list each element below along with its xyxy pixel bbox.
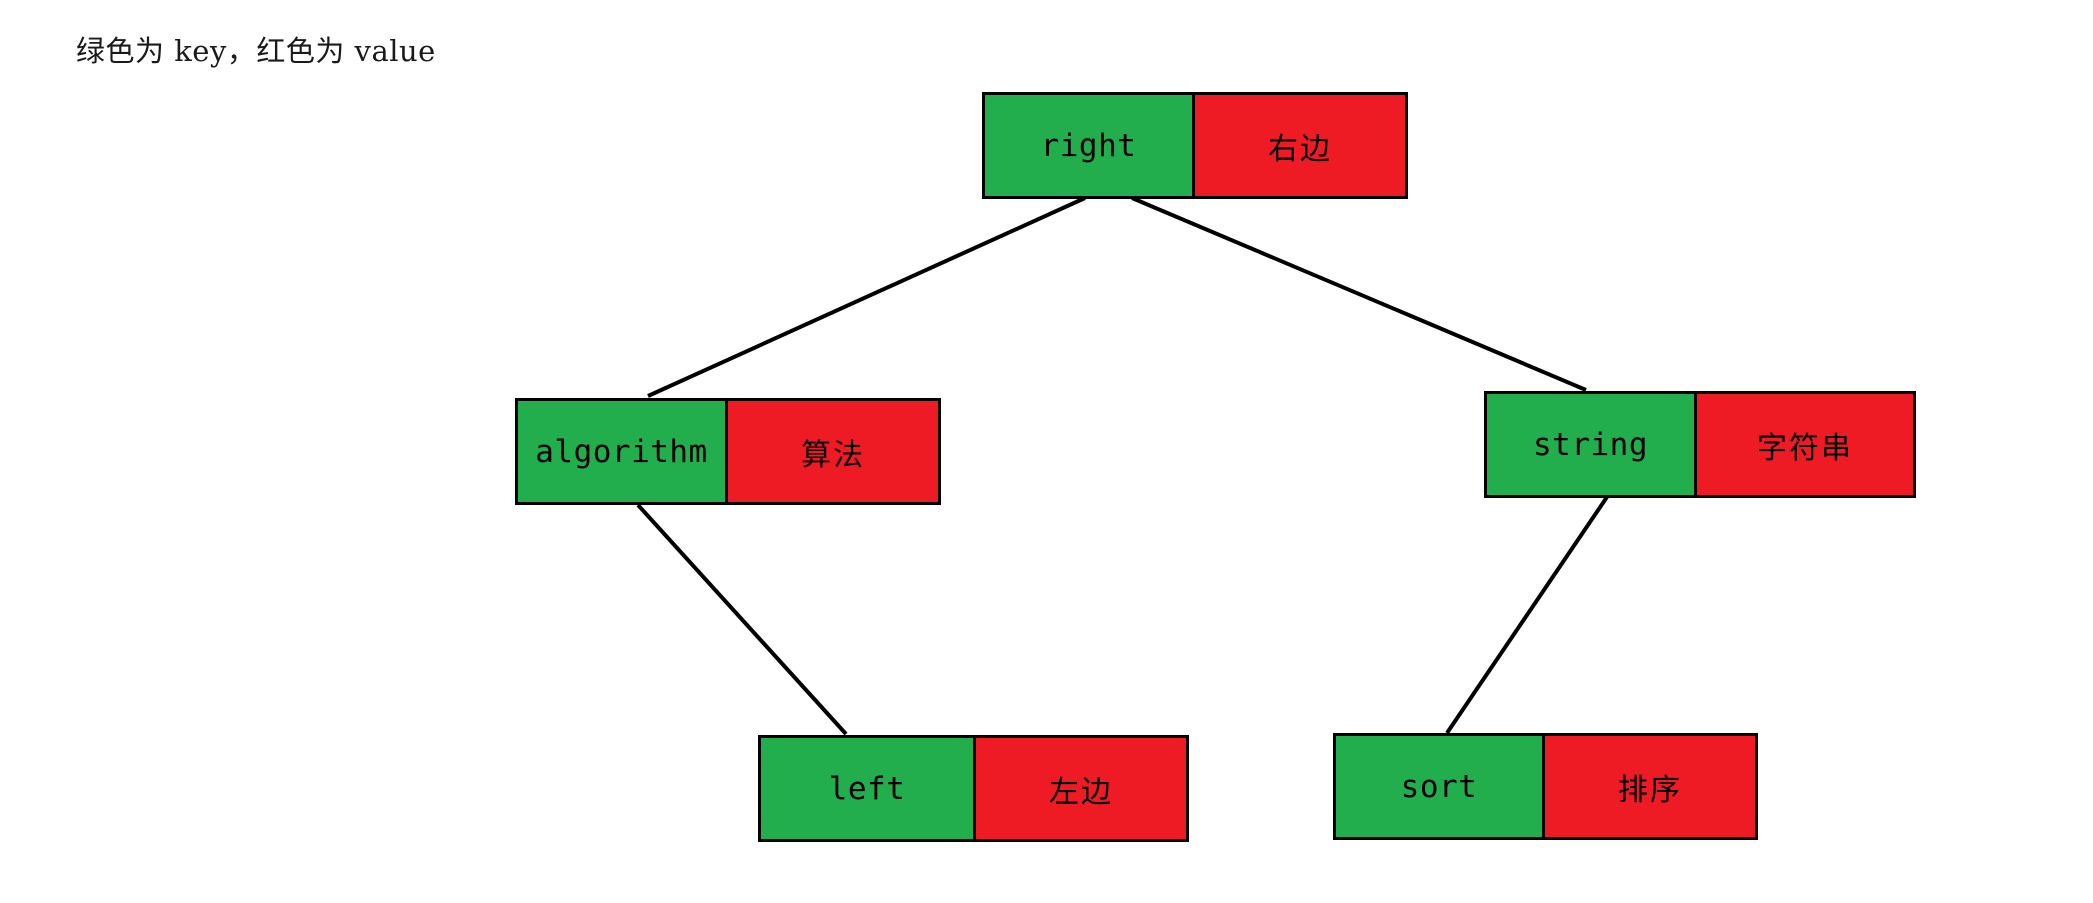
node-key-string: string [1487, 394, 1697, 495]
tree-node-algorithm[interactable]: algorithm 算法 [515, 398, 941, 505]
node-value-string: 字符串 [1697, 394, 1913, 495]
node-value-algorithm: 算法 [728, 401, 938, 502]
tree-node-sort[interactable]: sort 排序 [1333, 733, 1758, 840]
node-value-right: 右边 [1195, 95, 1405, 196]
node-key-sort: sort [1336, 736, 1545, 837]
tree-node-right[interactable]: right 右边 [982, 92, 1408, 199]
node-key-left: left [761, 738, 976, 839]
tree-node-string[interactable]: string 字符串 [1484, 391, 1916, 498]
edge-algorithm-left [636, 503, 848, 736]
legend-caption: 绿色为 key，红色为 value [76, 34, 436, 68]
edge-right-algorithm [647, 196, 1086, 398]
edge-string-sort [1445, 495, 1609, 735]
tree-node-left[interactable]: left 左边 [758, 735, 1189, 842]
node-value-left: 左边 [976, 738, 1186, 839]
node-key-right: right [985, 95, 1195, 196]
edge-right-string [1131, 196, 1587, 392]
node-key-algorithm: algorithm [518, 401, 728, 502]
node-value-sort: 排序 [1545, 736, 1755, 837]
